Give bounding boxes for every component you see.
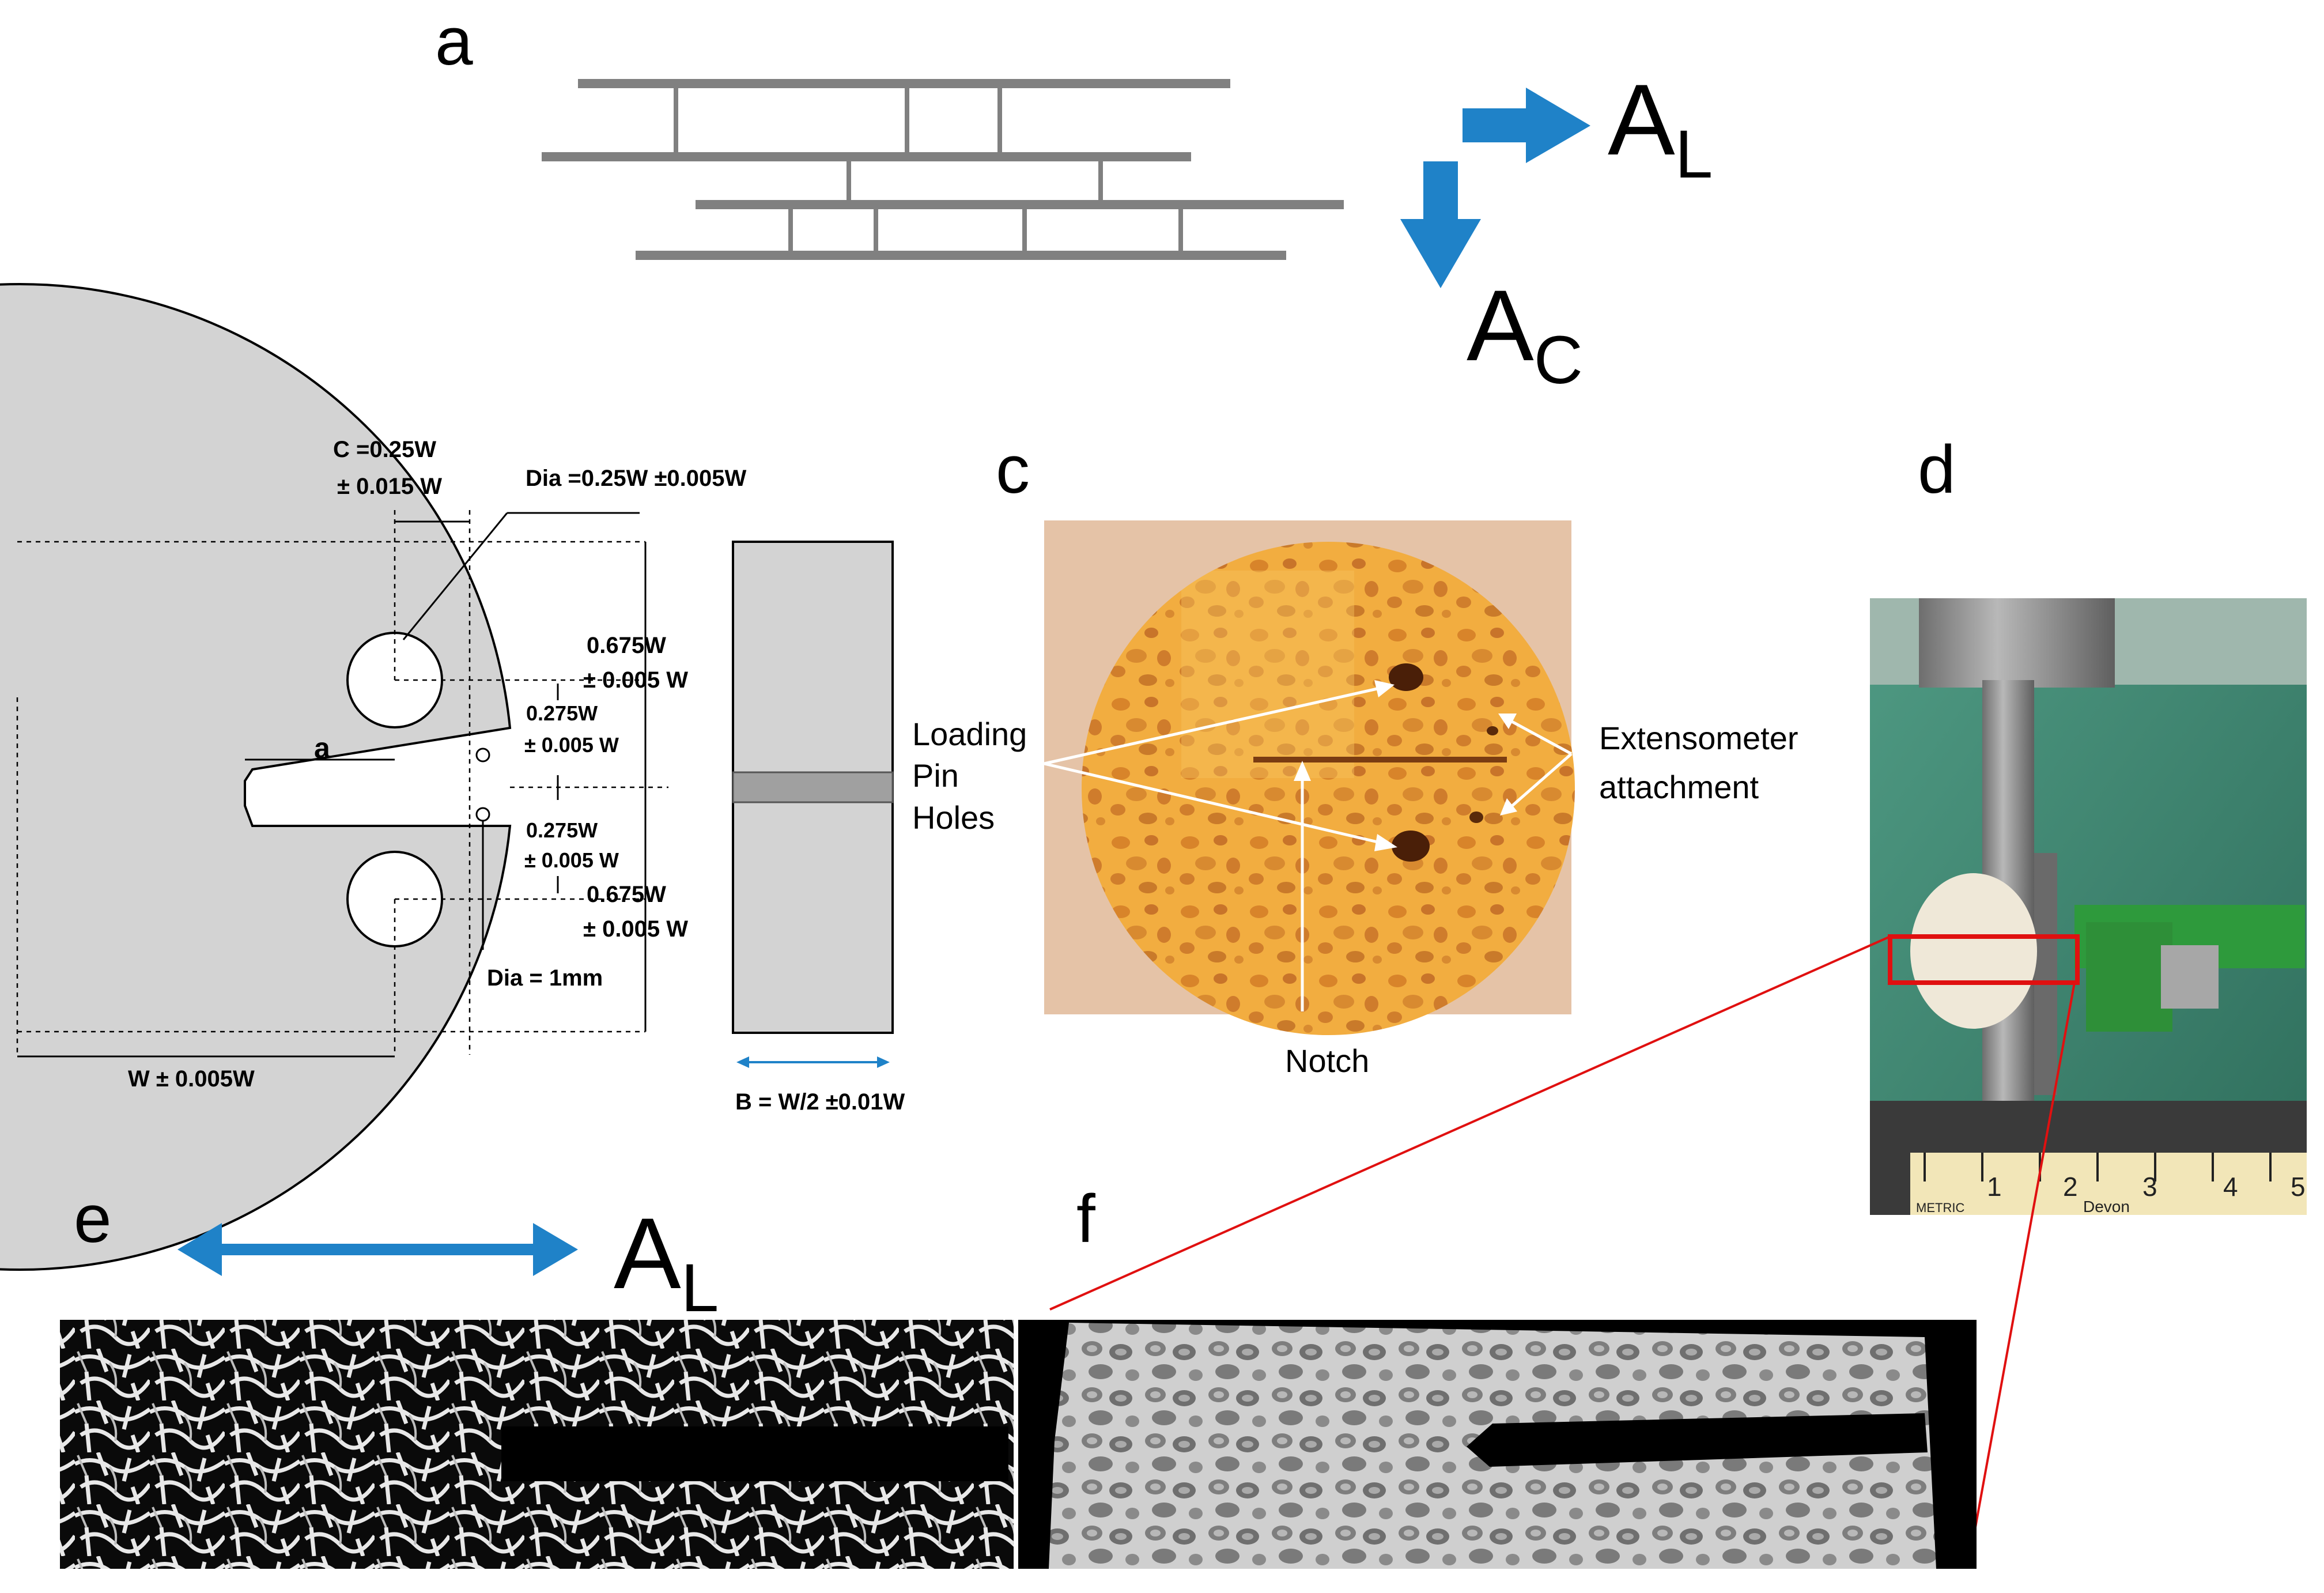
thickness-arrowhead-right-icon — [877, 1056, 890, 1068]
panel-label-d: d — [1918, 432, 1956, 508]
ct-specimen-disc — [0, 283, 512, 1271]
label-extensometer-line1: Extensometer — [1599, 720, 1798, 756]
thickness-arrowhead-left-icon — [736, 1056, 749, 1068]
label-loading-line1: Loading — [912, 716, 1027, 752]
ruler-number-1: 1 — [1987, 1172, 2002, 1202]
panel-c: c Loading Pin Holes Extensometer attachm… — [912, 432, 1798, 1079]
dim-0675-top-1: 0.675W — [587, 633, 666, 658]
ruler-number-4: 4 — [2223, 1172, 2238, 1202]
label-notch: Notch — [1285, 1043, 1369, 1079]
extensometer-hole-bottom — [475, 807, 490, 822]
side-view-notch-band — [732, 771, 894, 803]
specimen-hole-top — [1389, 663, 1423, 691]
thick-arrow-down-icon — [1400, 161, 1481, 288]
panel-a: a AL AC — [435, 3, 1713, 398]
dim-c-line1: C =0.25W — [333, 437, 436, 462]
dim-dia-hole: Dia =0.25W ±0.005W — [526, 466, 746, 491]
extensometer-hole-top — [475, 748, 490, 762]
dim-0275-bot-1: 0.275W — [526, 818, 598, 842]
dim-dia-small: Dia = 1mm — [487, 965, 603, 991]
label-loading-line2: Pin — [912, 757, 959, 794]
axis-label-AL-a: AL — [1608, 64, 1713, 192]
dim-c-line2: ± 0.015 W — [337, 474, 442, 499]
ruler-number-5: 5 — [2291, 1172, 2306, 1202]
panel-b: b C =0.25W — [0, 283, 905, 1271]
double-headed-arrow-icon — [177, 1223, 578, 1276]
dim-0275-top-2: ± 0.005 W — [524, 733, 619, 757]
metric-ruler — [1910, 1153, 2307, 1215]
dim-0675-top-2: ± 0.005 W — [583, 667, 688, 693]
specimen-hole-bottom — [1392, 831, 1430, 862]
panel-label-c: c — [996, 432, 1030, 508]
panel-label-a: a — [435, 3, 473, 80]
annotation-arrows-c — [1044, 680, 1573, 1011]
dim-width: W ± 0.005W — [128, 1066, 255, 1092]
panel-label-f: f — [1076, 1181, 1095, 1257]
dim-0675-bot-2: ± 0.005 W — [583, 916, 688, 942]
panel-label-e: e — [74, 1181, 112, 1257]
lamellar-schematic — [542, 79, 1344, 260]
label-loading-line3: Holes — [912, 799, 995, 836]
axis-label-AC-a: AC — [1467, 270, 1583, 398]
foam-specimen-photo — [1082, 542, 1575, 1035]
ruler-number-2: 2 — [2063, 1172, 2078, 1202]
dimension-lines — [16, 510, 668, 1058]
render-notch — [1467, 1413, 1928, 1467]
test-rig-photo: 1 2 3 4 5 METRIC Devon — [1870, 598, 2307, 1215]
ruler-brand-label: Devon — [2083, 1198, 2130, 1215]
label-extensometer-line2: attachment — [1599, 769, 1759, 805]
zoom-line-left — [1049, 935, 1891, 1311]
ruler-number-3: 3 — [2142, 1172, 2157, 1202]
panel-f: f — [1018, 1181, 1977, 1569]
zoom-line-right — [1974, 982, 2076, 1528]
ruler-metric-label: METRIC — [1916, 1201, 1964, 1215]
roi-highlight-box — [1888, 934, 2080, 985]
thick-arrow-right-icon — [1463, 88, 1590, 163]
dim-thickness: B = W/2 ±0.01W — [735, 1089, 905, 1115]
dim-a-label: a — [314, 732, 331, 764]
panel-e: e AL — [60, 1181, 1014, 1569]
panel-d: d 1 2 3 4 5 — [1870, 432, 2307, 1215]
microct-notch — [501, 1426, 1008, 1481]
dim-0675-bot-1: 0.675W — [587, 882, 666, 907]
axis-label-AL-e: AL — [614, 1198, 719, 1326]
dim-0275-bot-2: ± 0.005 W — [524, 848, 619, 872]
dim-0275-top-1: 0.275W — [526, 701, 598, 725]
